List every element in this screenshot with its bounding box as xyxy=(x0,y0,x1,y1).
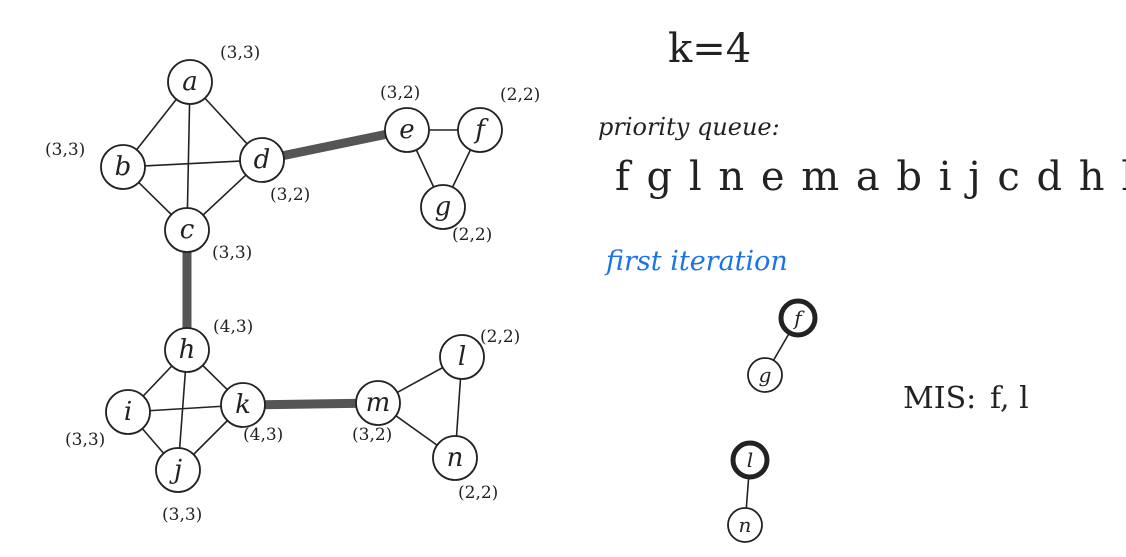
degree-label: (2,2) xyxy=(458,483,498,503)
iter-node-g: g xyxy=(747,357,783,393)
node-circle xyxy=(164,207,210,253)
mis-values: f, l xyxy=(990,381,1029,416)
degree-label: (3,3) xyxy=(162,505,202,525)
priority-queue-label: priority queue: xyxy=(598,113,780,141)
node-label: l xyxy=(458,342,466,372)
degree-label: (3,2) xyxy=(352,425,392,445)
degree-label: (3,2) xyxy=(270,185,310,205)
node-label: m xyxy=(366,388,391,418)
node-label: h xyxy=(179,335,196,365)
mis-label: MIS: xyxy=(903,381,976,416)
priority-queue-values: f g l n e m a b i j c d h k xyxy=(615,154,1126,200)
node-circle xyxy=(727,507,763,543)
degree-label: (2,2) xyxy=(480,327,520,347)
node-label: l xyxy=(747,448,753,472)
edge-a-c xyxy=(186,81,191,231)
iter-node-n: n xyxy=(727,507,763,543)
iteration-graph-edges xyxy=(744,317,799,526)
iter-node-l: l xyxy=(730,440,770,480)
node-circle xyxy=(747,357,783,393)
node-label: g xyxy=(435,192,452,222)
node-n: n (2,2) xyxy=(432,435,498,503)
node-circle xyxy=(164,327,210,373)
node-circle xyxy=(105,389,151,435)
node-circle xyxy=(239,137,285,183)
degree-label: (3,3) xyxy=(212,243,252,263)
node-circle xyxy=(420,184,466,230)
node-f: f(2,2) xyxy=(457,85,540,153)
node-circle xyxy=(439,334,485,380)
node-label: d xyxy=(254,145,271,175)
node-e: e (3,2) xyxy=(380,83,430,153)
selected-node-circle xyxy=(730,440,770,480)
node-m: m (3,2) xyxy=(352,380,401,445)
selected-node-circle xyxy=(778,298,818,338)
node-d: d (3,2) xyxy=(239,137,310,205)
degree-label: (3,3) xyxy=(220,43,260,63)
iter-node-f: f xyxy=(778,298,818,338)
node-label: b xyxy=(115,152,132,182)
degree-label: (3,3) xyxy=(45,140,85,160)
node-label: a xyxy=(182,67,198,97)
k-label: k=4 xyxy=(668,26,751,72)
thick-edge-d-e xyxy=(257,125,412,165)
degree-label: (3,3) xyxy=(65,430,105,450)
iteration-label: first iteration xyxy=(604,246,788,277)
node-circle xyxy=(155,447,201,493)
node-label: k xyxy=(235,390,251,420)
degree-label: (3,2) xyxy=(380,83,420,103)
degree-label: (2,2) xyxy=(500,85,540,105)
main-graph-nodes: a(3,3)b(3,3)c(3,3)d(3,2)e(3,2)f(2,2)g(2,… xyxy=(45,43,540,525)
edge-b-d xyxy=(122,159,263,168)
node-a: a (3,3) xyxy=(167,43,260,105)
node-j: j(3,3) xyxy=(155,447,202,525)
node-label: n xyxy=(739,513,752,537)
node-circle xyxy=(167,59,213,105)
node-label: c xyxy=(180,215,195,245)
node-g: g(2,2) xyxy=(420,184,492,245)
node-label: g xyxy=(759,363,772,387)
node-circle xyxy=(384,107,430,153)
degree-label: (4,3) xyxy=(213,317,253,337)
node-c: c (3,3) xyxy=(164,207,252,263)
node-h: h (4,3) xyxy=(164,317,253,373)
node-i: i (3,3) xyxy=(65,389,151,450)
degree-label: (4,3) xyxy=(243,425,283,445)
degree-label: (2,2) xyxy=(452,225,492,245)
node-circle xyxy=(100,144,146,190)
node-circle xyxy=(432,435,478,481)
node-b: b (3,3) xyxy=(45,140,146,190)
node-k: k (4,3) xyxy=(220,382,283,445)
node-circle xyxy=(457,107,503,153)
iteration-graph-nodes: f g l n xyxy=(727,298,818,543)
node-circle xyxy=(355,380,401,426)
node-circle xyxy=(220,382,266,428)
node-label: i xyxy=(124,397,132,427)
node-l: l (2,2) xyxy=(439,327,520,380)
node-label: e xyxy=(399,115,414,145)
node-label: n xyxy=(447,443,464,473)
